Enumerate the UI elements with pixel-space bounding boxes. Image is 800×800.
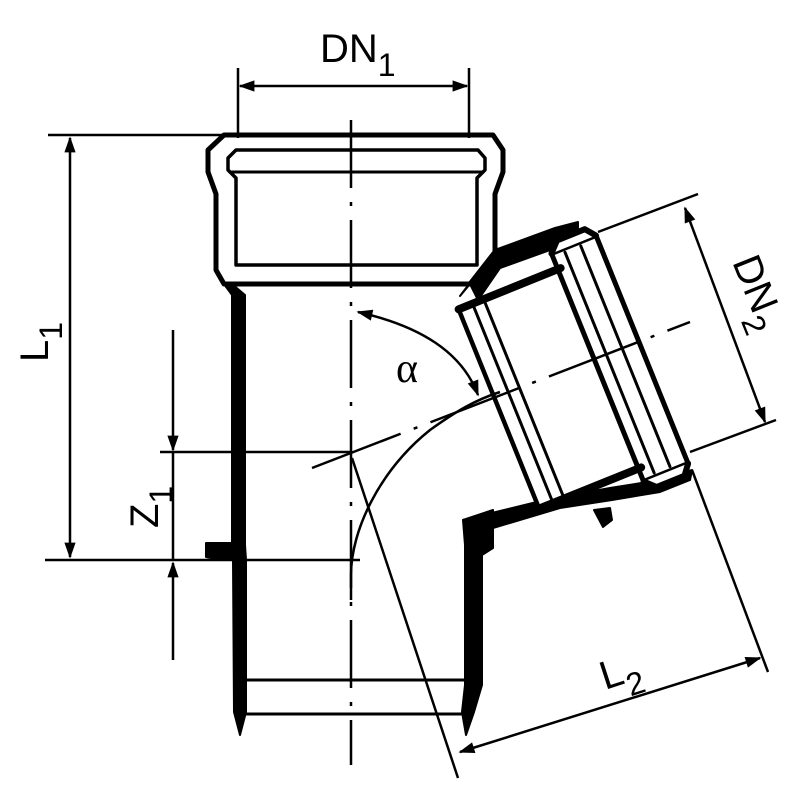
l1-label: L1 <box>13 322 69 362</box>
alpha-label: α <box>396 346 418 392</box>
main-pipe-left-wall <box>205 283 247 736</box>
bend-curve <box>349 390 501 600</box>
branch-axis <box>311 320 691 470</box>
main-socket-inner <box>226 148 487 267</box>
main-pipe-right-wall <box>461 509 494 736</box>
center-lines <box>311 120 691 765</box>
z1-label: Z1 <box>123 486 179 528</box>
dn2-dimension <box>683 206 767 424</box>
dn1-label: DN1 <box>320 27 396 83</box>
dimension-labels: DN1 L1 Z1 DN2 L2 α <box>13 27 793 703</box>
dn2-label: DN2 <box>713 249 793 340</box>
fitting-body <box>205 132 693 736</box>
alpha-arc <box>356 309 480 397</box>
l2-dimension <box>458 656 762 754</box>
branch-upper-wall <box>459 221 579 301</box>
dimension-lines <box>45 68 777 779</box>
